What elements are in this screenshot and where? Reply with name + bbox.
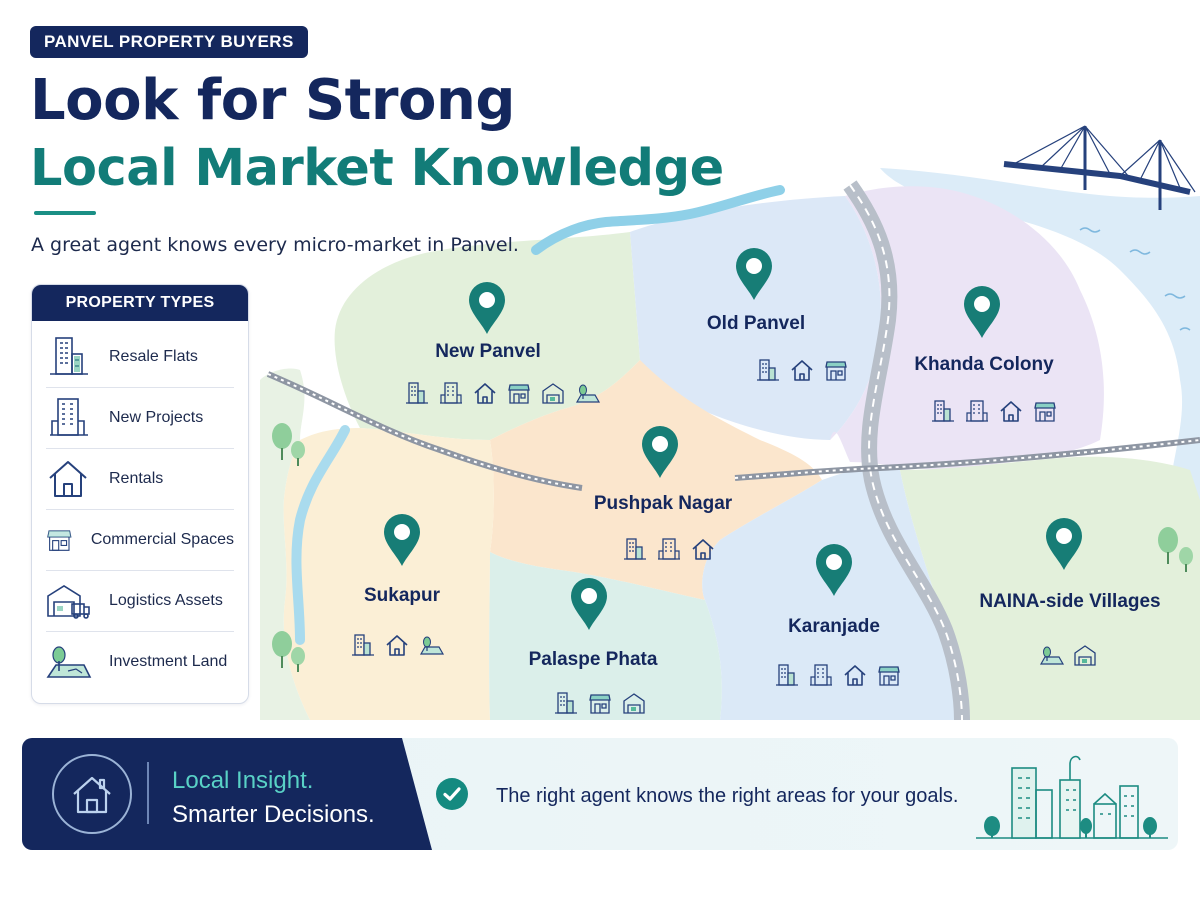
logistics-icon xyxy=(542,383,564,404)
logistics-icon xyxy=(1074,645,1096,666)
area-label-sukapur: Sukapur xyxy=(363,585,441,606)
location-pin-icon xyxy=(1046,518,1082,570)
property-type-logistics-assets: Logistics Assets xyxy=(46,571,234,632)
resale-icon xyxy=(555,692,577,714)
zone-naina-villages xyxy=(900,456,1200,720)
zone-new-panvel xyxy=(334,232,640,440)
area-label-karanjade: Karanjade xyxy=(788,616,880,637)
property-type-commercial-spaces: Commercial Spaces xyxy=(46,510,234,571)
title-underline xyxy=(34,211,96,215)
resale-icon xyxy=(352,634,374,656)
area-label-pushpak-nagar: Pushpak Nagar xyxy=(593,493,733,514)
logistics-icon xyxy=(623,693,645,714)
zone-west-fringe xyxy=(260,368,310,720)
river-west xyxy=(291,425,350,645)
land-icon xyxy=(419,636,445,655)
property-type-label: Rentals xyxy=(109,470,164,487)
zone-pushpak-nagar xyxy=(490,360,822,600)
zone-khanda-colony xyxy=(830,186,1104,470)
new-project-icon xyxy=(658,538,680,560)
zone-palaspe-phata xyxy=(489,552,722,720)
logistics-assets-icon xyxy=(47,585,90,619)
land-icon xyxy=(1039,646,1065,665)
property-type-label: Investment Land xyxy=(109,653,228,670)
property-type-label: Logistics Assets xyxy=(109,592,223,609)
rentals-icon xyxy=(49,461,87,497)
location-pin-icon xyxy=(571,577,607,630)
footer-banner: Local Insight. Smarter Decisions. The ri… xyxy=(22,738,1178,850)
location-pin-icon xyxy=(469,282,505,334)
property-type-investment-land: Investment Land xyxy=(46,632,234,692)
area-label-old-panvel: Old Panvel xyxy=(706,313,806,334)
house-icon xyxy=(52,754,132,834)
zone-sukapur xyxy=(283,428,494,720)
resale-icon xyxy=(624,538,646,560)
bridge-illustration xyxy=(1003,125,1196,210)
property-type-label: Resale Flats xyxy=(109,348,198,365)
location-pin-icon xyxy=(384,514,420,566)
property-type-label: New Projects xyxy=(109,409,204,426)
footer-tagline-line-1: Local Insight. xyxy=(172,767,314,794)
area-label-naina-side-villages: NAINA-side Villages xyxy=(979,591,1161,612)
river xyxy=(531,185,785,255)
rental-icon xyxy=(386,635,408,656)
commercial-icon xyxy=(1034,402,1056,422)
check-icon xyxy=(436,778,468,810)
city-skyline-illustration xyxy=(976,755,1168,839)
commercial-icon xyxy=(825,361,847,381)
location-pin-icon xyxy=(964,286,1000,338)
page-title-line-2: Local Market Knowledge xyxy=(30,139,724,198)
rental-icon xyxy=(692,539,714,560)
property-types-panel: PROPERTY TYPES Resale Flats New Projects… xyxy=(31,284,249,704)
commercial-spaces-icon xyxy=(47,530,72,551)
location-pin-icon xyxy=(736,248,772,300)
property-type-label: Commercial Spaces xyxy=(90,531,234,548)
area-label-khanda-colony: Khanda Colony xyxy=(914,354,1054,375)
footer-divider xyxy=(147,762,149,824)
page-title-line-1: Look for Strong xyxy=(30,68,515,133)
railway xyxy=(266,371,1200,491)
zone-old-panvel xyxy=(630,196,881,440)
resale-icon xyxy=(776,664,798,686)
new-projects-icon xyxy=(50,398,88,436)
wave-marks xyxy=(1079,227,1191,331)
footer-message: The right agent knows the right areas fo… xyxy=(496,785,959,807)
property-type-rentals: Rentals xyxy=(46,449,234,510)
investment-land-icon xyxy=(46,646,92,678)
footer-left-panel xyxy=(22,738,432,850)
property-type-resale-flats: Resale Flats xyxy=(46,327,234,388)
audience-badge: PANVEL PROPERTY BUYERS xyxy=(30,26,308,58)
rental-icon xyxy=(1000,401,1022,422)
resale-icon xyxy=(757,359,779,381)
property-types-heading: PROPERTY TYPES xyxy=(32,285,248,321)
page-subtitle: A great agent knows every micro-market i… xyxy=(31,234,519,256)
resale-icon xyxy=(932,400,954,422)
rental-icon xyxy=(474,383,496,404)
highway-center-line xyxy=(849,184,963,721)
area-label-new-panvel: New Panvel xyxy=(435,341,541,362)
location-pin-icon xyxy=(816,544,852,596)
footer-tagline-line-2: Smarter Decisions. xyxy=(172,801,375,828)
rental-icon xyxy=(791,360,813,381)
rental-icon xyxy=(844,665,866,686)
new-project-icon xyxy=(966,400,988,422)
resale-icon xyxy=(406,382,428,404)
commercial-icon xyxy=(589,694,611,714)
tree-illustrations xyxy=(272,423,1193,672)
area-label-palaspe-phata: Palaspe Phata xyxy=(528,649,658,670)
land-icon xyxy=(575,384,601,403)
resale-flats-icon xyxy=(50,337,88,375)
property-type-new-projects: New Projects xyxy=(46,388,234,449)
new-project-icon xyxy=(440,382,462,404)
location-pin-icon xyxy=(642,426,678,478)
commercial-icon xyxy=(878,666,900,686)
new-project-icon xyxy=(810,664,832,686)
commercial-icon xyxy=(508,384,530,404)
